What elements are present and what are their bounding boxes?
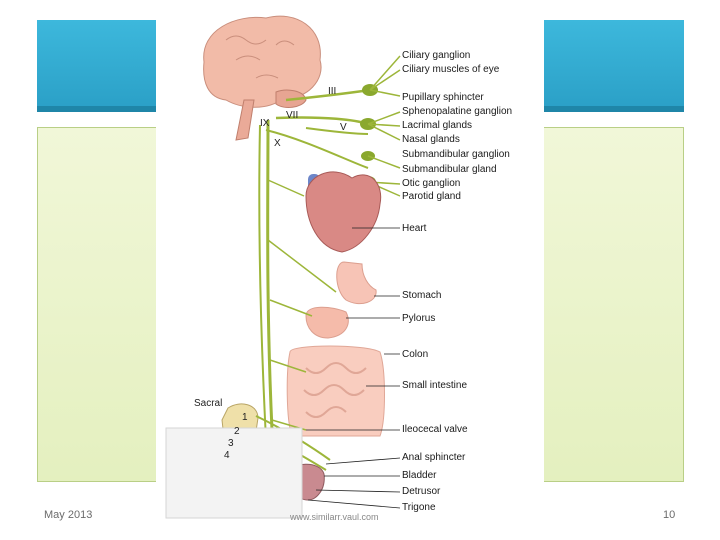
label-ileocecal-valve: Ileocecal valve (402, 424, 468, 435)
vagus-trunk-2 (258, 124, 267, 441)
vagus-trunk (266, 119, 274, 431)
label-bladder: Bladder (402, 470, 437, 481)
label-pupillary-sphincter: Pupillary sphincter (402, 92, 484, 103)
label-submandibular-gland: Submandibular gland (402, 164, 497, 175)
label-submandibular-ganglion: Submandibular ganglion (402, 149, 510, 160)
sacral-number-3: 3 (228, 438, 234, 449)
label-detrusor: Detrusor (402, 486, 441, 497)
label-nasal-glands: Nasal glands (402, 134, 460, 145)
nerve-label-IX: IX (260, 118, 270, 129)
label-small-intestine: Small intestine (402, 380, 468, 391)
nerve-label-V: V (340, 122, 347, 133)
label-pylorus: Pylorus (402, 313, 436, 324)
label-ciliary-muscles: Ciliary muscles of eye (402, 64, 500, 75)
label-trigone: Trigone (402, 502, 436, 513)
brain-folds (225, 35, 295, 79)
label-stomach: Stomach (402, 290, 442, 301)
footer-center-text: www.similarr.vaul.com (290, 512, 379, 522)
label-sphenopalatine-ganglion: Sphenopalatine ganglion (402, 106, 513, 117)
sacral-number-2: 2 (234, 426, 240, 437)
stomach-shape (336, 261, 377, 305)
nerve-label-VII: VII (286, 110, 299, 121)
label-anal-sphincter: Anal sphincter (402, 452, 466, 463)
nerve-IX (265, 129, 369, 169)
diagram-illustration (165, 15, 401, 519)
label-parotid-gland: Parotid gland (402, 191, 461, 202)
label-lacrimal-glands: Lacrimal glands (402, 120, 473, 131)
parasympathetic-diagram: III VII IX V X Sacral 1 2 3 4 Ciliary ga… (156, 0, 544, 520)
pylorus-shape (305, 306, 349, 339)
label-colon: Colon (402, 349, 429, 360)
nerve-label-III: III (328, 86, 337, 97)
label-heart: Heart (402, 223, 427, 234)
brainstem-shape (235, 99, 255, 141)
footer-date: May 2013 (44, 509, 93, 521)
sacral-label: Sacral (194, 398, 223, 409)
label-otic-ganglion: Otic ganglion (402, 178, 461, 189)
brain-shape (203, 15, 322, 108)
nerve-V (305, 127, 369, 135)
heart-shape (305, 171, 382, 253)
nerve-label-X: X (274, 138, 281, 149)
branches-eye (369, 55, 401, 97)
sacral-number-1: 1 (242, 412, 248, 423)
leader-lines (306, 227, 401, 509)
colon-shape (286, 345, 385, 437)
screenshot-artifact (165, 427, 303, 519)
label-ciliary-ganglion: Ciliary ganglion (402, 50, 471, 61)
vagal-branches (267, 179, 337, 431)
branches-glands (367, 111, 401, 141)
page-number: 10 (663, 509, 676, 521)
small-intestine (303, 362, 367, 418)
sacral-number-4: 4 (224, 450, 230, 461)
